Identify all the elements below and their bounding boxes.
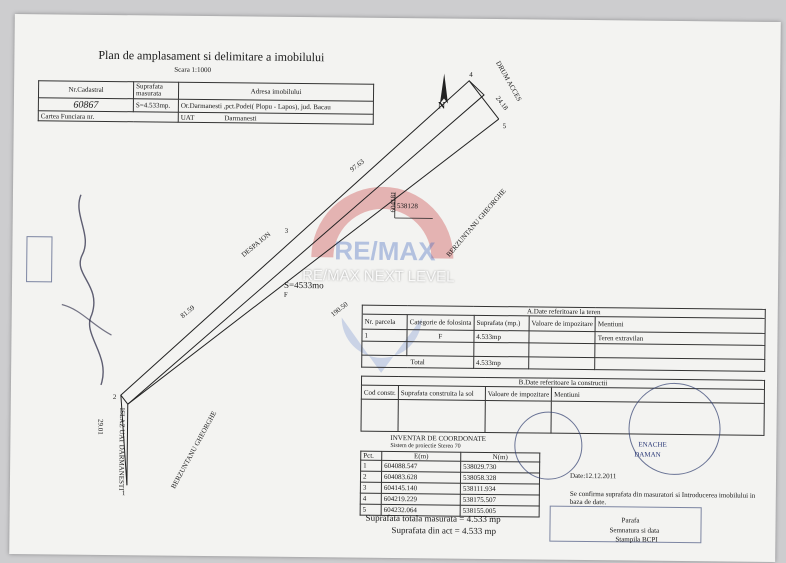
stamp-name-2: DAMAN (634, 450, 661, 459)
stamp-label: Stampila BCPI (615, 535, 658, 544)
round-stamp-right (628, 382, 722, 476)
table-a-header: Suprafata (mp.) (473, 315, 530, 331)
inventory-subtitle: Sistem de proiectie Stereo 70 (390, 442, 461, 450)
n-cell: 538111.934 (460, 483, 540, 496)
access-road-edge (468, 80, 500, 120)
land-data-table: A.Date referitoare la teren Nr. parcela … (361, 305, 766, 372)
table-a-header: Nr. parcela (362, 314, 408, 330)
left-label: ISLAZ UAT DARMANESTI (117, 407, 127, 491)
point-5: 5 (502, 122, 507, 131)
e-cell: 604145.140 (381, 482, 461, 495)
e-cell: 604083.628 (381, 471, 461, 484)
inventory-title: INVENTAR DE COORDONATE (390, 433, 486, 443)
sign-label: Semnatura si data (609, 526, 660, 535)
pt-cell: 2 (360, 471, 382, 483)
table-b-header: Valoare de impozitare (485, 386, 552, 402)
north-arrow-icon (439, 73, 448, 104)
pt-cell: 3 (360, 482, 382, 494)
parcel-plan (120, 73, 500, 486)
parcel-south-edge-2 (126, 404, 129, 486)
pt-cell: 4 (360, 493, 382, 505)
point-3: 3 (284, 226, 289, 235)
e-cell: 604088.547 (381, 460, 461, 473)
total-measured: Suprafata totala masurata = 4.533 mp (365, 512, 501, 525)
watermark-brand: RE/MAX (334, 235, 436, 267)
table-a-header: Valoare de impozitare (528, 315, 596, 332)
date-label: Date:12.12.2011 (570, 471, 617, 481)
n-cell: 538175.507 (460, 494, 540, 507)
parcel-outline (120, 80, 485, 405)
parafa-label: Parafa (621, 516, 640, 525)
table-a-total-label: Total (361, 355, 474, 369)
table-a-cell: F (406, 329, 474, 343)
inventory-header: Pct. (360, 451, 382, 461)
table-a-cell: 1 (361, 329, 408, 342)
dim-bottom: 29.01 (96, 419, 105, 435)
stamp-name-1: ENACHE (638, 440, 667, 449)
parcel-east-edge (127, 118, 500, 405)
watermark-logo (311, 186, 454, 373)
parcel-south-edge (120, 395, 128, 486)
table-a-cell (528, 330, 596, 344)
n-cell: 538058.328 (460, 472, 540, 485)
survey-sheet: Plan de amplasament si delimitare a imob… (9, 14, 781, 562)
total-act: Suprafata din act = 4.533 mp (391, 524, 497, 537)
round-stamp-center (514, 411, 583, 480)
pt-cell: 1 (360, 460, 382, 472)
table-b-header: Suprafata construita la sol (398, 385, 486, 401)
north-label: N (437, 100, 446, 112)
confirm-text: Se confirma suprafata din masuratori si … (569, 489, 756, 507)
handwritten-signature (61, 194, 112, 386)
point-4: 4 (469, 70, 473, 79)
coord-x: 538128 (396, 202, 418, 211)
table-b-header: Cod constr. (361, 385, 399, 400)
table-a-header: Mentiuni (595, 316, 766, 334)
e-cell: 604219.229 (381, 493, 461, 506)
watermark-tagline: RE/MAX NEXT LEVEL (302, 267, 455, 286)
parcel-category: F (283, 290, 288, 299)
table-a-total-value: 4.533mp (473, 356, 529, 369)
table-a-header: Categorie de folosinta (407, 314, 475, 331)
table-a-cell: 4.533mp (473, 330, 529, 343)
